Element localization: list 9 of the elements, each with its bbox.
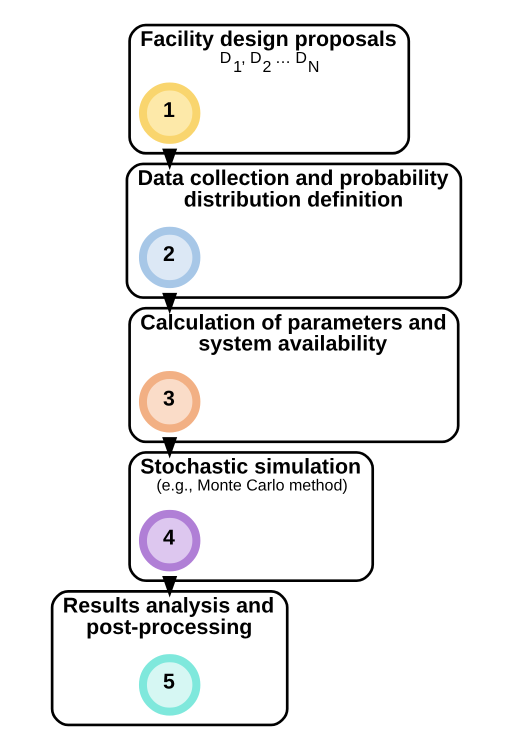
arrow [162, 148, 178, 170]
arrow [162, 436, 178, 458]
node-circle: 5 [138, 654, 200, 716]
node-circle: 2 [138, 226, 200, 288]
arrow [162, 292, 178, 314]
node-circle: 1 [138, 82, 200, 144]
arrow [162, 576, 178, 597]
node-circle: 3 [138, 370, 200, 432]
node-circle: 4 [138, 509, 200, 571]
